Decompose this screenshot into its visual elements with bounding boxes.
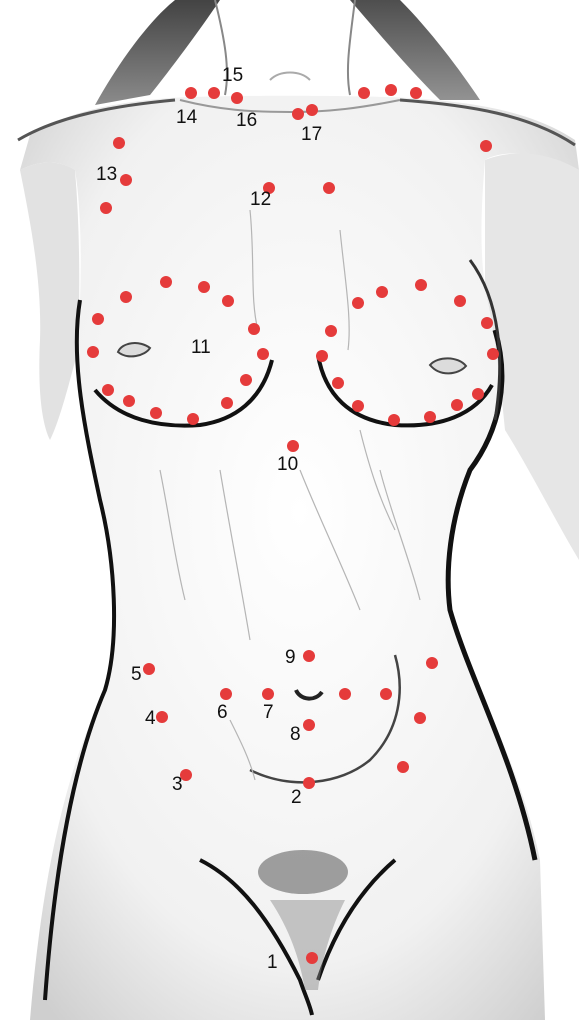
point-label-2: 2 — [291, 787, 302, 808]
point-label-16: 16 — [236, 110, 257, 131]
injection-point-marker — [451, 399, 463, 411]
injection-point-marker — [380, 688, 392, 700]
point-label-14: 14 — [176, 107, 198, 128]
point-label-8: 8 — [290, 724, 301, 745]
injection-point-marker — [198, 281, 210, 293]
injection-point-marker — [415, 279, 427, 291]
injection-point-marker — [325, 325, 337, 337]
injection-point-marker — [120, 174, 132, 186]
injection-point-marker — [376, 286, 388, 298]
injection-point-marker — [100, 202, 112, 214]
injection-point-marker — [306, 952, 318, 964]
injection-point-marker — [123, 395, 135, 407]
injection-point-marker — [150, 407, 162, 419]
injection-point-marker — [306, 104, 318, 116]
hair-left — [95, 0, 220, 105]
injection-point-marker — [487, 348, 499, 360]
point-label-11: 11 — [191, 337, 211, 358]
injection-point-marker — [160, 276, 172, 288]
injection-point-marker — [332, 377, 344, 389]
injection-point-marker — [424, 411, 436, 423]
neck-notch — [270, 73, 310, 81]
injection-point-marker — [143, 663, 155, 675]
injection-point-marker — [426, 657, 438, 669]
injection-point-marker — [352, 400, 364, 412]
point-label-7: 7 — [263, 702, 274, 723]
point-label-10: 10 — [277, 454, 298, 475]
injection-point-marker — [221, 397, 233, 409]
injection-point-marker — [481, 317, 493, 329]
injection-point-marker — [208, 87, 220, 99]
injection-point-marker — [388, 414, 400, 426]
injection-point-marker — [292, 108, 304, 120]
injection-point-marker — [339, 688, 351, 700]
injection-point-marker — [480, 140, 492, 152]
hair-right — [350, 0, 480, 100]
injection-point-marker — [385, 84, 397, 96]
injection-point-marker — [113, 137, 125, 149]
injection-point-marker — [262, 688, 274, 700]
injection-point-marker — [87, 346, 99, 358]
injection-point-marker — [323, 182, 335, 194]
injection-point-marker — [120, 291, 132, 303]
injection-point-marker — [257, 348, 269, 360]
injection-point-marker — [454, 295, 466, 307]
point-label-5: 5 — [131, 664, 142, 685]
point-label-13: 13 — [96, 164, 117, 185]
injection-point-marker — [303, 777, 315, 789]
injection-point-marker — [303, 719, 315, 731]
point-label-12: 12 — [250, 189, 271, 210]
injection-point-marker — [248, 323, 260, 335]
injection-point-marker — [397, 761, 409, 773]
left-arm — [20, 163, 79, 441]
point-label-3: 3 — [172, 774, 183, 795]
point-label-9: 9 — [285, 647, 296, 668]
point-label-15: 15 — [222, 65, 243, 86]
injection-point-marker — [287, 440, 299, 452]
injection-point-marker — [92, 313, 104, 325]
injection-point-marker — [414, 712, 426, 724]
injection-point-marker — [231, 92, 243, 104]
pubic-shading — [258, 850, 348, 894]
injection-point-marker — [240, 374, 252, 386]
injection-point-marker — [222, 295, 234, 307]
injection-point-marker — [358, 87, 370, 99]
injection-point-marker — [352, 297, 364, 309]
point-label-4: 4 — [145, 708, 156, 729]
point-label-17: 17 — [301, 124, 322, 145]
injection-point-marker — [316, 350, 328, 362]
point-label-6: 6 — [217, 702, 228, 723]
injection-point-marker — [410, 87, 422, 99]
point-label-1: 1 — [267, 952, 278, 973]
injection-point-marker — [187, 413, 199, 425]
injection-point-marker — [472, 388, 484, 400]
injection-point-marker — [185, 87, 197, 99]
injection-point-marker — [220, 688, 232, 700]
injection-point-marker — [303, 650, 315, 662]
injection-point-marker — [156, 711, 168, 723]
injection-point-marker — [102, 384, 114, 396]
